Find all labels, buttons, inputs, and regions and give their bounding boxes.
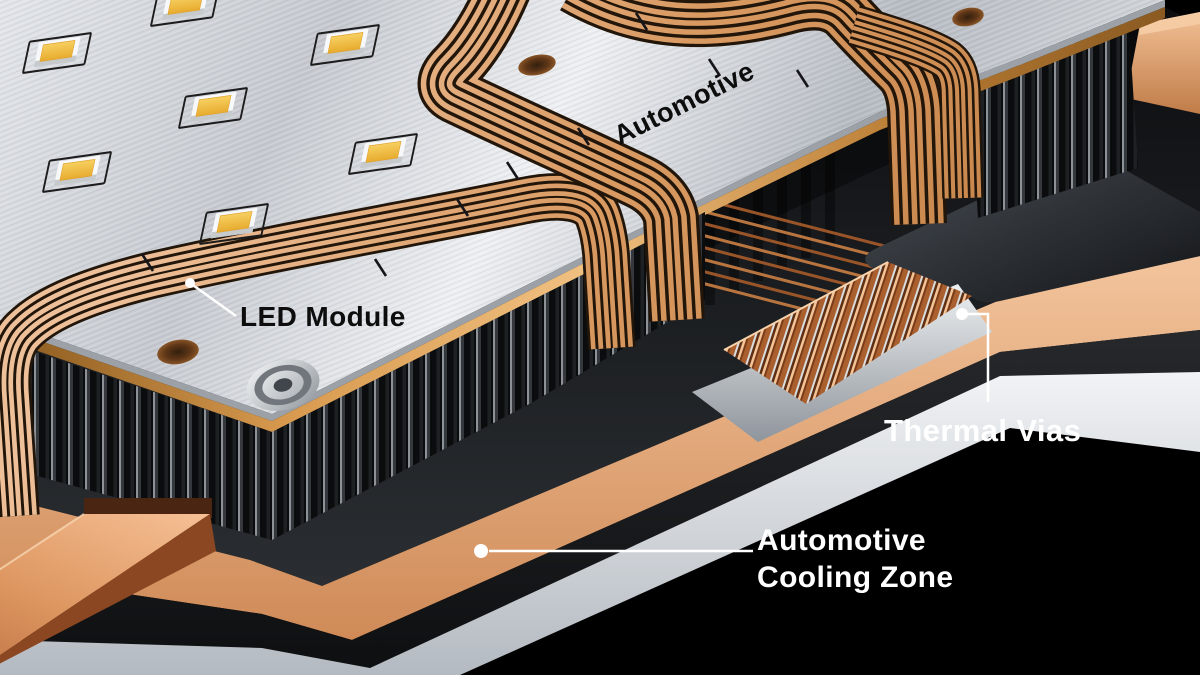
led-pad-outline <box>22 32 92 74</box>
base-plate-layer <box>0 372 1200 675</box>
front-heatsink-fins <box>15 212 705 540</box>
led-chip <box>348 133 418 175</box>
leader-dot <box>474 544 488 558</box>
led-chip <box>22 32 92 74</box>
screw-counterbore <box>246 359 320 411</box>
cooling-block-top <box>865 153 1200 303</box>
leader-dot <box>185 278 195 288</box>
led-chip <box>310 24 380 66</box>
label-thermal-vias: Thermal Vias <box>884 413 1082 448</box>
via-hole <box>952 7 984 27</box>
led-array <box>22 0 418 245</box>
leader-line-thermal-vias <box>962 312 990 402</box>
copper-slab-highlight <box>1139 12 1200 35</box>
callout-leaders <box>189 281 990 553</box>
via-hole <box>518 54 556 76</box>
busbar-edge-highlight <box>0 513 85 571</box>
leader-line-led-module <box>189 281 237 318</box>
via-hole <box>157 339 199 365</box>
thermal-via-block <box>692 261 992 442</box>
plated-holes <box>157 7 984 365</box>
label-cooling-zone-line2: Cooling Zone <box>757 561 954 594</box>
led-chip <box>42 151 112 193</box>
label-cooling-zone-line1: Automotive <box>757 524 926 557</box>
label-led-module: LED Module <box>240 301 406 332</box>
led-chip <box>178 87 248 129</box>
callout-dots <box>185 278 968 558</box>
leader-dot <box>956 308 968 320</box>
via-fin-glint <box>723 261 889 351</box>
busbar-notch <box>84 498 212 518</box>
black-insulation-layer <box>0 330 1200 668</box>
busbar-side-face <box>0 514 216 664</box>
led-chip <box>199 203 269 245</box>
copper-busbar <box>0 498 216 664</box>
thermal-via-fins <box>724 262 972 404</box>
led-chip <box>150 0 220 27</box>
led-phosphor <box>39 40 76 62</box>
copper-slab <box>1126 12 1200 114</box>
label-cooling-zone: Automotive Cooling Zone <box>757 522 953 596</box>
calibration-ticks <box>140 12 810 277</box>
